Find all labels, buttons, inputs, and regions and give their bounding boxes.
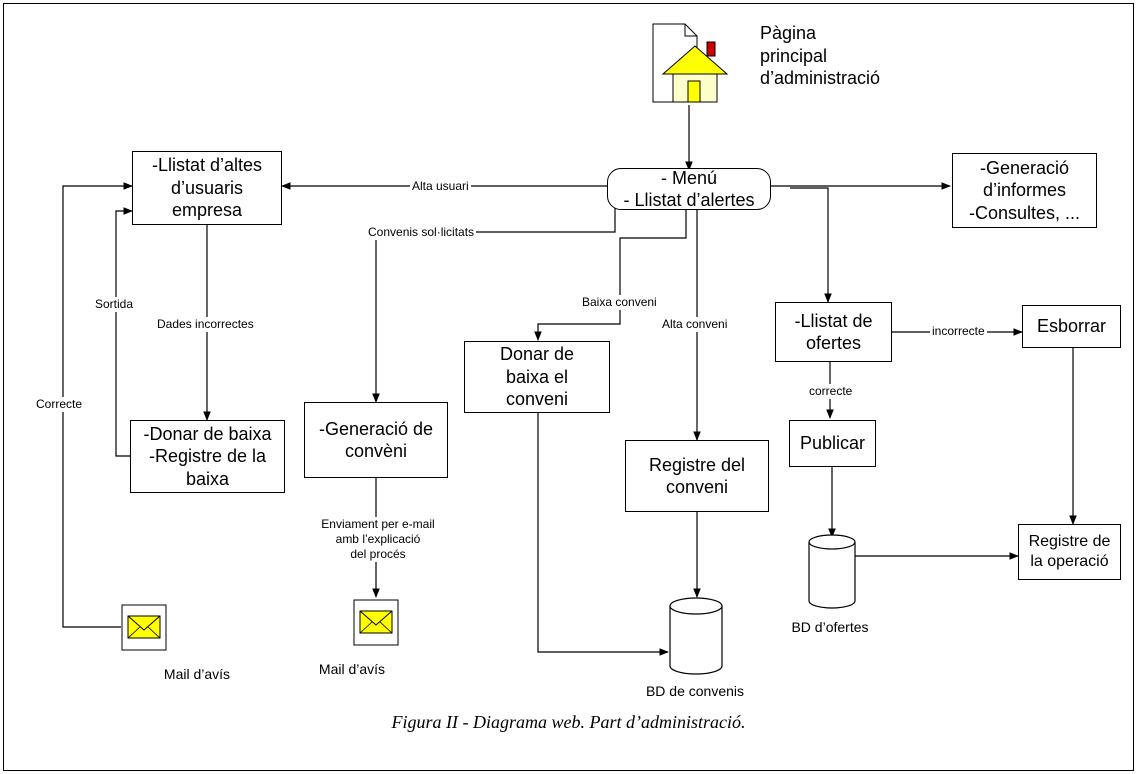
edge-label-sortida: Sortida (93, 297, 136, 312)
edge-label-convenis-sollicitats: Convenis sol·licitats (366, 225, 477, 240)
esborrar-box: Esborrar (1022, 305, 1121, 348)
house-page-icon (652, 23, 729, 103)
llistat-ofertes-box: -Llistat de ofertes (775, 302, 892, 362)
edge-label-correcte: Correcte (34, 397, 85, 412)
mail-label: Mail d’avís (318, 661, 386, 677)
bd-convenis-label: BD de convenis (645, 683, 745, 699)
database-cylinder-icon (808, 534, 856, 609)
diagram-frame (3, 3, 1134, 771)
envelope-icon (353, 599, 399, 646)
edge-sortida (115, 207, 133, 457)
edge-label-enviament: Enviament per e-mail amb l’explicació de… (312, 517, 444, 562)
edge-baixa-to-bd (537, 412, 669, 656)
generacio-informes-box: -Generació d’informes -Consultes, ... (952, 153, 1097, 228)
registre-conveni-box: Registre del conveni (625, 440, 769, 512)
edge-label-correcte-ofertes: correcte (807, 384, 855, 399)
donar-baixa-box: -Donar de baixa -Registre de la baixa (130, 420, 285, 493)
edge-baixa-conveni (534, 210, 687, 341)
edge-label-alta-usuari: Alta usuari (410, 179, 471, 194)
publicar-box: Publicar (789, 420, 876, 467)
llistat-altes-box: -Llistat d’altes d’usuaris empresa (132, 151, 282, 225)
edge-convenis-sollicitats (372, 203, 616, 403)
registre-operacio-box: Registre de la operació (1018, 524, 1121, 580)
edge-ofertes (790, 187, 832, 303)
edge-label-incorrecte: incorrecte (930, 324, 987, 339)
database-cylinder-icon (669, 597, 723, 675)
edge-label-baixa-conveni: Baixa conveni (580, 295, 659, 310)
donar-baixa-conveni-box: Donar de baixa el conveni (464, 341, 610, 413)
page-title: Pàgina principal d’administració (760, 23, 881, 88)
mail-label: Mail d’avís (163, 666, 231, 682)
edge-label-dades-incorrectes: Dades incorrectes (155, 317, 256, 332)
menu-box: - Menú - Llistat d’alertes (607, 168, 771, 210)
generacio-conveni-box: -Generació de convèni (304, 402, 448, 478)
bd-ofertes-label: BD d’ofertes (791, 619, 869, 635)
envelope-icon (121, 604, 167, 651)
edge-label-alta-conveni: Alta conveni (660, 317, 730, 332)
figure-caption: Figura II - Diagrama web. Part d’adminis… (391, 712, 746, 732)
